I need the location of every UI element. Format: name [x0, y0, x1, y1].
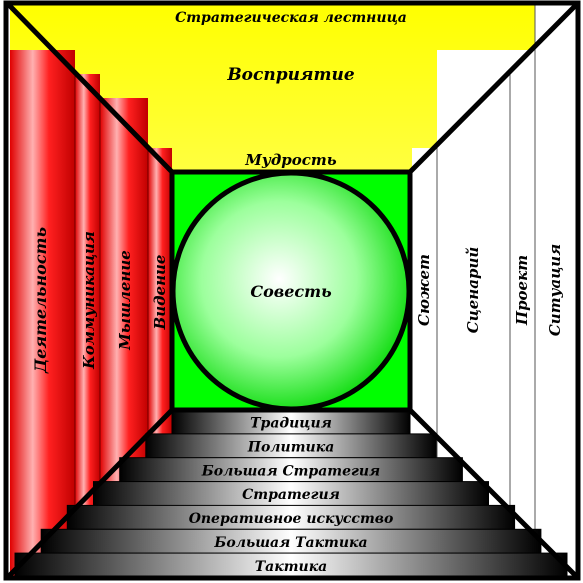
perspective-lines — [3, 0, 581, 581]
perception-label: Восприятие — [226, 65, 355, 85]
diagonal-line — [6, 2, 174, 174]
left-band-activity — [10, 50, 75, 576]
yellow-field — [10, 4, 535, 172]
step-label-2: Политика — [247, 440, 335, 456]
right-band-situation — [535, 4, 577, 576]
conscience-circle — [170, 170, 412, 412]
activity-label: Деятельность — [31, 227, 50, 374]
situation-label: Ситуация — [546, 244, 564, 336]
top-perception-region — [10, 4, 535, 172]
step-label-6: Большая Тактика — [213, 535, 367, 551]
diagonal-line — [408, 408, 579, 579]
project-label: Проект — [513, 255, 531, 326]
conscience-label: Совесть — [250, 282, 331, 301]
step-label-7: Тактика — [255, 559, 328, 575]
step-label-1: Традиция — [250, 416, 332, 432]
diagram-heading: Стратегическая лестница — [175, 10, 407, 26]
step-label-4: Стратегия — [242, 487, 340, 503]
outer-frame — [3, 0, 581, 581]
step-label-5: Оперативное искусство — [189, 511, 394, 527]
plot-label: Сюжет — [415, 254, 433, 326]
thinking-label: Мышление — [116, 250, 134, 351]
wisdom-label: Мудрость — [244, 151, 337, 169]
right-white-bands — [436, 4, 577, 576]
step-label-3: Большая Стратегия — [201, 463, 380, 479]
scenario-label: Сценарий — [464, 247, 482, 334]
vision-label: Видение — [151, 255, 169, 331]
communication-label: Коммуникация — [80, 231, 98, 370]
diagonal-line — [6, 408, 174, 579]
diagonal-line — [408, 2, 579, 174]
